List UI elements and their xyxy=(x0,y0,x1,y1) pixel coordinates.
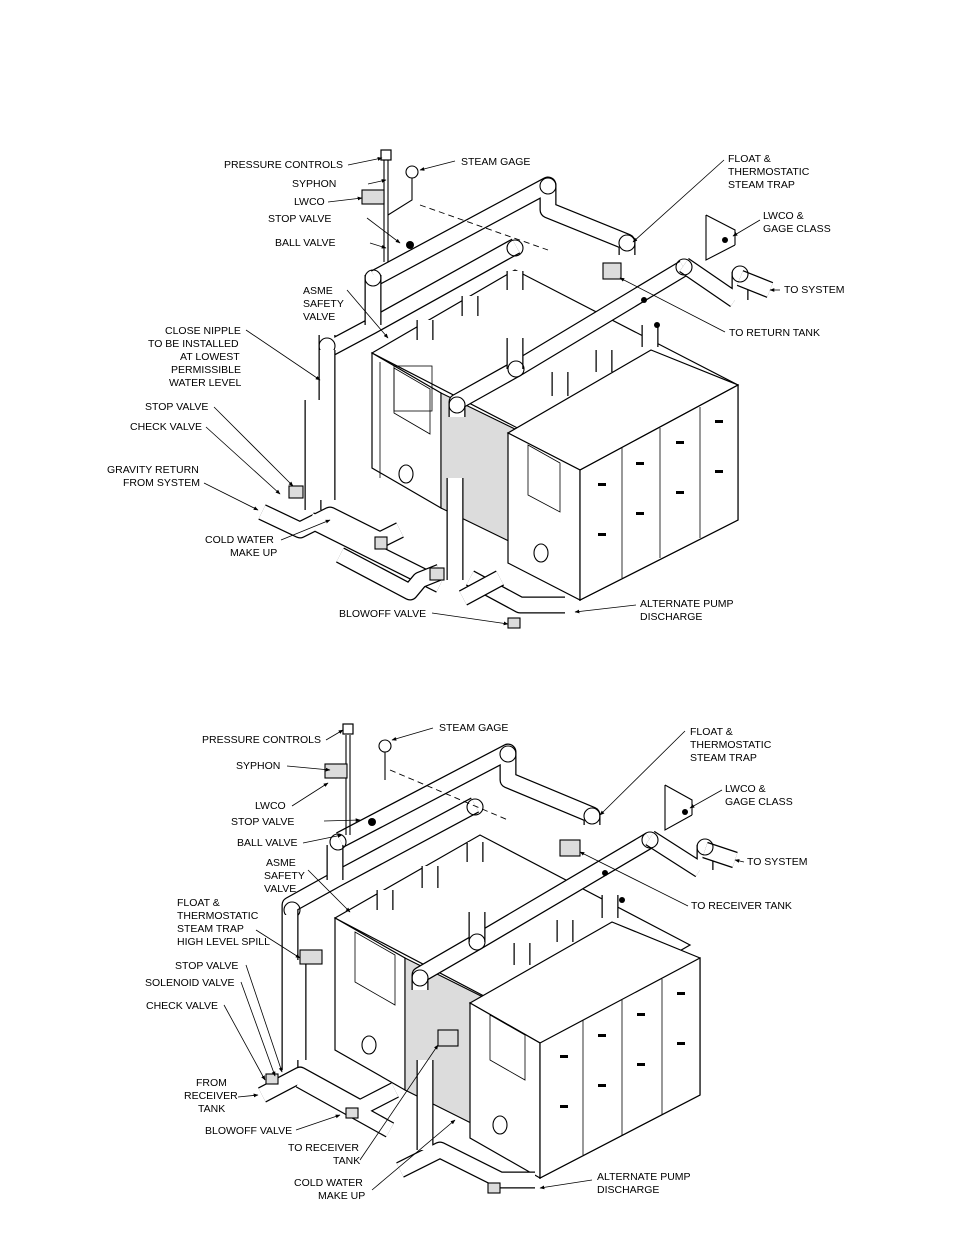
label-to-receiver-tank-b2: TO RECEIVER xyxy=(288,1142,359,1154)
top-diagram: PRESSURE CONTROLS SYPHON LWCO STOP VALVE… xyxy=(107,149,844,629)
label-to-receiver-tank-b: TO RECEIVER TANK xyxy=(691,900,792,912)
label-alt-pump: ALTERNATE PUMP xyxy=(640,598,734,610)
label-stop-valve: STOP VALVE xyxy=(268,213,331,225)
label-close-nipple-3: AT LOWEST xyxy=(180,351,240,363)
label-to-receiver-tank-b2-2: TANK xyxy=(333,1155,360,1167)
top-return-piping xyxy=(258,350,565,629)
label-asme: ASME xyxy=(303,285,333,297)
label-to-return-tank: TO RETURN TANK xyxy=(729,327,820,339)
label-close-nipple-5: WATER LEVEL xyxy=(169,377,242,389)
label-lwco-gage-b-2: GAGE CLASS xyxy=(725,796,793,808)
label-float-trap-2: THERMOSTATIC xyxy=(728,166,810,178)
label-lwco-gage: LWCO & xyxy=(763,210,804,222)
label-lwco-gage-b: LWCO & xyxy=(725,783,766,795)
label-pressure-controls: PRESSURE CONTROLS xyxy=(224,159,343,171)
label-cold-water-2: MAKE UP xyxy=(230,547,277,559)
label-cold-water-b-2: MAKE UP xyxy=(318,1190,365,1202)
label-ball-valve-b: BALL VALVE xyxy=(237,837,298,849)
bottom-right-controls xyxy=(559,784,693,903)
label-float-trap: FLOAT & xyxy=(728,153,771,165)
label-asme-b: ASME xyxy=(266,857,296,869)
label-steam-gage-b: STEAM GAGE xyxy=(439,722,508,734)
label-stop-valve-b2: STOP VALVE xyxy=(175,960,238,972)
top-labels: PRESSURE CONTROLS SYPHON LWCO STOP VALVE… xyxy=(107,153,844,623)
bottom-diagram: PRESSURE CONTROLS SYPHON LWCO STOP VALVE… xyxy=(145,722,807,1202)
bottom-controls-stack xyxy=(324,723,509,835)
label-pressure-controls-b: PRESSURE CONTROLS xyxy=(202,734,321,746)
label-close-nipple-4: PERMISSIBLE xyxy=(171,364,241,376)
label-lwco-b: LWCO xyxy=(255,800,286,812)
label-from-receiver-2: RECEIVER xyxy=(184,1090,238,1102)
label-lwco-gage-2: GAGE CLASS xyxy=(763,223,831,235)
label-stop-valve-b: STOP VALVE xyxy=(231,816,294,828)
label-close-nipple-2: TO BE INSTALLED xyxy=(148,338,239,350)
label-steam-gage: STEAM GAGE xyxy=(461,156,530,168)
label-blowoff-valve-b: BLOWOFF VALVE xyxy=(205,1125,292,1137)
label-to-system-b: TO SYSTEM xyxy=(747,856,807,868)
bottom-leaders xyxy=(223,727,745,1191)
label-asme-2: SAFETY xyxy=(303,298,344,310)
label-float-spill-4: HIGH LEVEL SPILL xyxy=(177,936,270,948)
label-syphon: SYPHON xyxy=(292,178,336,190)
label-from-receiver: FROM xyxy=(196,1077,227,1089)
top-boiler-front xyxy=(506,349,739,601)
label-ball-valve: BALL VALVE xyxy=(275,237,336,249)
label-asme-b-2: SAFETY xyxy=(264,870,305,882)
label-gravity-return: GRAVITY RETURN xyxy=(107,464,199,476)
label-gravity-return-2: FROM SYSTEM xyxy=(123,477,200,489)
top-steam-header xyxy=(318,176,774,417)
label-from-receiver-3: TANK xyxy=(198,1103,225,1115)
bottom-steam-header xyxy=(281,743,738,990)
label-float-trap-b: FLOAT & xyxy=(690,726,733,738)
label-check-valve-b: CHECK VALVE xyxy=(146,1000,218,1012)
label-stop-valve-2: STOP VALVE xyxy=(145,401,208,413)
label-float-trap-b-2: THERMOSTATIC xyxy=(690,739,772,751)
label-asme-b-3: VALVE xyxy=(264,883,296,895)
label-float-spill-2: THERMOSTATIC xyxy=(177,910,259,922)
bottom-return-piping xyxy=(258,915,535,1194)
label-blowoff-valve: BLOWOFF VALVE xyxy=(339,608,426,620)
label-alt-pump-b: ALTERNATE PUMP xyxy=(597,1171,691,1183)
label-float-trap-b-3: STEAM TRAP xyxy=(690,752,757,764)
label-cold-water-b: COLD WATER xyxy=(294,1177,363,1189)
label-float-spill-3: STEAM TRAP xyxy=(177,923,244,935)
bottom-labels: PRESSURE CONTROLS SYPHON LWCO STOP VALVE… xyxy=(145,722,807,1202)
label-close-nipple: CLOSE NIPPLE xyxy=(165,325,241,337)
label-lwco: LWCO xyxy=(294,196,325,208)
top-right-controls xyxy=(602,214,736,328)
top-leaders xyxy=(203,156,780,626)
bottom-boiler-front xyxy=(468,921,701,1180)
label-alt-pump-b-2: DISCHARGE xyxy=(597,1184,659,1196)
label-solenoid-valve: SOLENOID VALVE xyxy=(145,977,234,989)
label-asme-3: VALVE xyxy=(303,311,335,323)
label-cold-water: COLD WATER xyxy=(205,534,274,546)
label-float-trap-3: STEAM TRAP xyxy=(728,179,795,191)
label-alt-pump-2: DISCHARGE xyxy=(640,611,702,623)
label-syphon-b: SYPHON xyxy=(236,760,280,772)
label-check-valve: CHECK VALVE xyxy=(130,421,202,433)
label-to-system: TO SYSTEM xyxy=(784,284,844,296)
label-float-spill: FLOAT & xyxy=(177,897,220,909)
